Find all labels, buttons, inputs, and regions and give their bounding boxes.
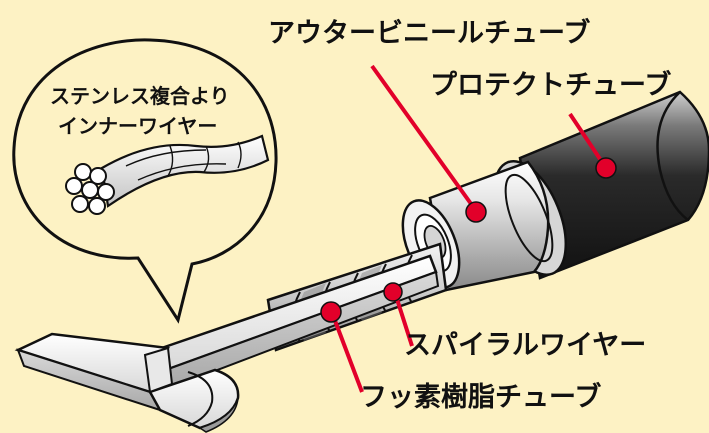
label-protect-tube: プロテクトチューブ: [430, 70, 672, 101]
label-outer-vinyl-tube: アウタービニールチューブ: [268, 18, 591, 49]
label-spiral-wire: スパイラルワイヤー: [404, 330, 647, 361]
label-fluororesin-tube: フッ素樹脂チューブ: [360, 382, 602, 413]
leader-protect-tube: [568, 112, 617, 179]
leader-outer-vinyl: [370, 64, 487, 223]
flat-blade: [14, 254, 440, 433]
label-inner-wire-line1: ステンレス複合より: [50, 84, 230, 108]
leader-fluororesin-tube: [320, 301, 364, 393]
inner-wire-strands: [65, 134, 270, 215]
inner-wire-callout: [12, 38, 278, 324]
leader-spiral-wire: [383, 282, 414, 347]
label-inner-wire-line2: インナーワイヤー: [58, 114, 218, 138]
